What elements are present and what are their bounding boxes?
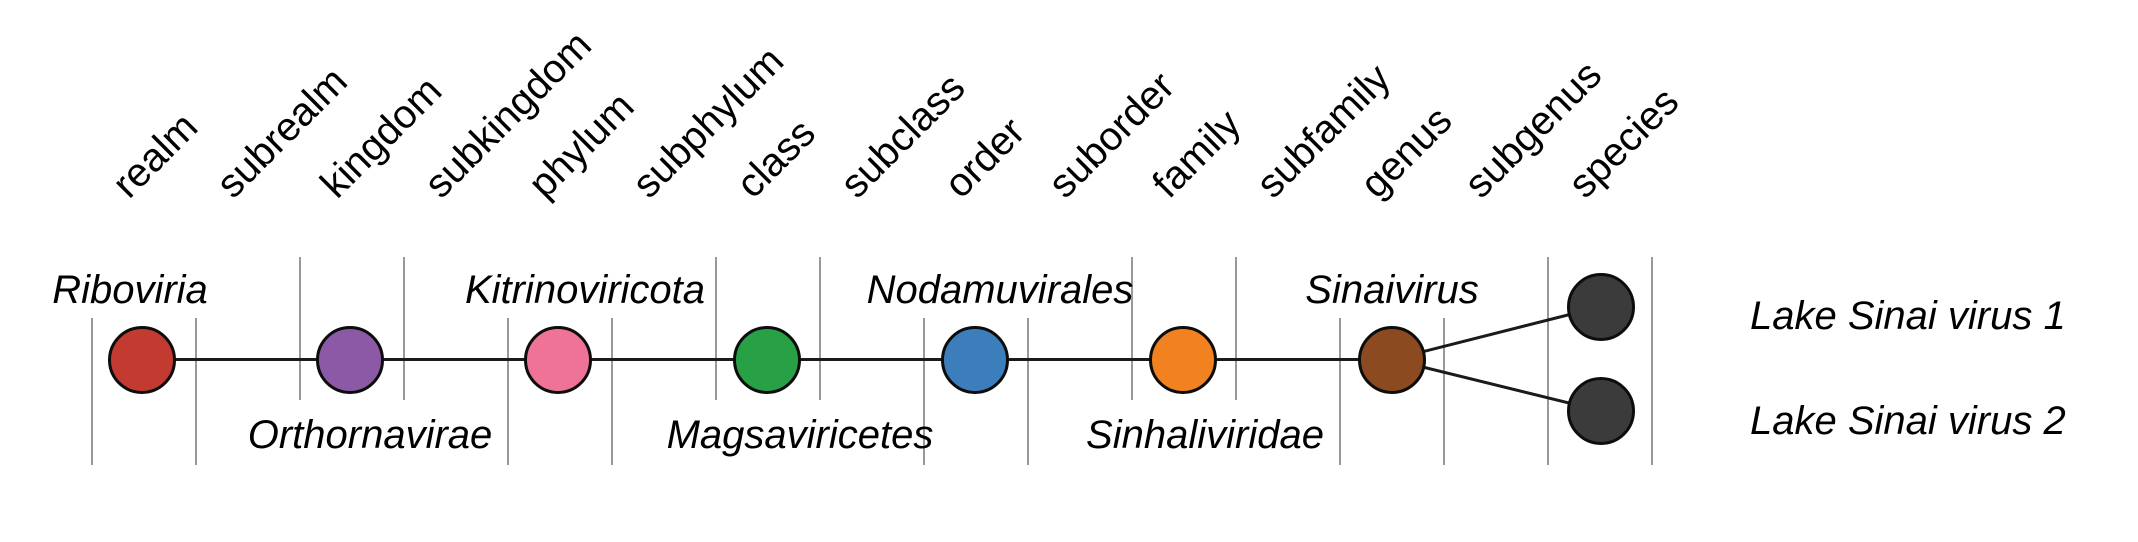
divider-line [299, 257, 301, 400]
divider-line [91, 318, 93, 465]
rank-label-realm: realm [104, 104, 207, 207]
divider-line [1443, 318, 1445, 465]
divider-line [195, 318, 197, 465]
divider-line [1131, 257, 1133, 400]
species-label-1: Lake Sinai virus 1 [1750, 294, 2066, 338]
divider-line [1027, 318, 1029, 465]
taxon-label-sinhaliviridae: Sinhaliviridae [1086, 413, 1324, 457]
divider-line [819, 257, 821, 400]
taxon-label-sinaivirus: Sinaivirus [1305, 268, 1479, 312]
taxon-node-kingdom [316, 326, 384, 394]
taxon-label-nodamuvirales: Nodamuvirales [866, 268, 1134, 312]
species-node-2 [1567, 377, 1635, 445]
divider-line [611, 318, 613, 465]
divider-line [715, 257, 717, 400]
taxon-label-magsaviricetes: Magsaviricetes [666, 413, 934, 457]
species-label-2: Lake Sinai virus 2 [1750, 399, 2066, 443]
taxon-node-family [1149, 326, 1217, 394]
taxon-node-order [941, 326, 1009, 394]
rank-label-family: family [1144, 101, 1250, 207]
divider-line [1547, 257, 1549, 465]
taxon-label-riboviria: Riboviria [52, 268, 208, 312]
taxon-node-genus [1358, 326, 1426, 394]
divider-line [507, 318, 509, 465]
taxon-node-class [733, 326, 801, 394]
rank-label-order: order [936, 109, 1034, 207]
rank-label-class: class [728, 110, 824, 207]
taxon-node-phylum [524, 326, 592, 394]
divider-line [1339, 318, 1341, 465]
divider-line [923, 318, 925, 465]
taxon-node-realm [108, 326, 176, 394]
divider-line [1235, 257, 1237, 400]
divider-line [1651, 257, 1653, 465]
species-node-1 [1567, 273, 1635, 341]
divider-line [403, 257, 405, 400]
taxon-label-orthornavirae: Orthornavirae [247, 413, 493, 457]
taxon-label-kitrinoviricota: Kitrinoviricota [464, 268, 706, 312]
